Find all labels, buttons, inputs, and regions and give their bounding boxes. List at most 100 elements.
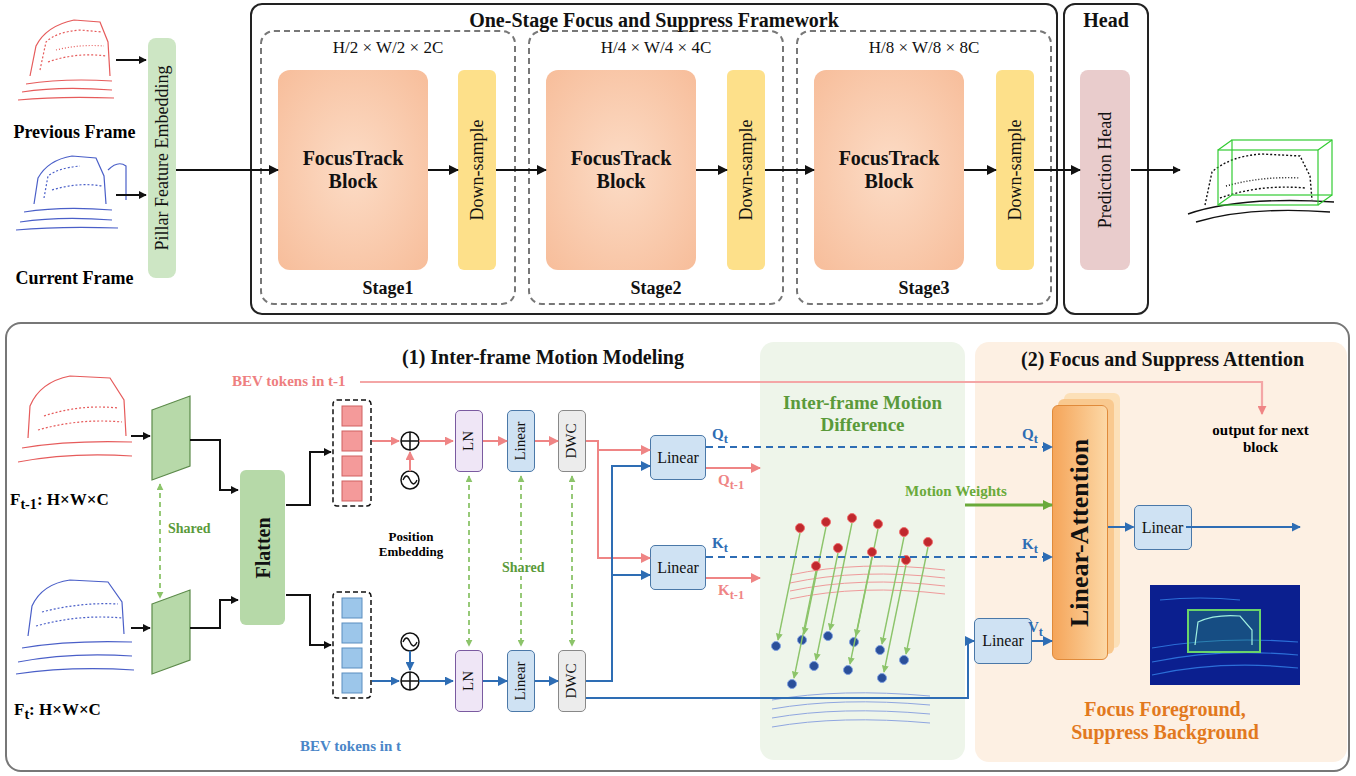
conv-box: DWC [558, 410, 586, 472]
node-label: Head [1069, 9, 1143, 32]
node-label: H/8 × W/8 × 8C [802, 38, 1046, 58]
node-label: H/4 × W/4 × 4C [534, 38, 778, 58]
connector [765, 169, 814, 171]
downsample-box: Down-sample [458, 70, 496, 270]
connector [535, 440, 558, 442]
text-label: Ft-1: H×W×C [10, 490, 109, 513]
connector [706, 556, 1052, 558]
embedding-box: Pillar Feature Embedding [148, 38, 176, 278]
linear-box: Linear [650, 435, 706, 480]
stage-box: H/4 × W/4 × 4C Stage2 FocusTrack Block Down… [528, 30, 784, 305]
connector [706, 467, 760, 469]
head-box: Prediction Head [1080, 70, 1130, 270]
connector [586, 441, 650, 558]
connector [586, 575, 650, 681]
node-label: Inter-frame Motion Difference [764, 392, 961, 436]
downsample-box: Down-sample [727, 70, 765, 270]
connector [535, 680, 558, 682]
node-label: LN [460, 431, 477, 451]
text-label: output for next block [1198, 422, 1323, 457]
text-label: Position Embedding [372, 530, 450, 560]
output-figure [1188, 154, 1334, 222]
connector [706, 577, 760, 579]
node-label: Down-sample [1005, 120, 1026, 221]
current-frame-cloud [16, 156, 126, 230]
text-label: Current Frame [12, 268, 137, 289]
stage-box: H/2 × W/2 × 2CStage1FocusTrack BlockDown… [260, 30, 516, 305]
framework-box: One-Stage Focus and Suppress FrameworkH/… [250, 3, 1058, 315]
connector [965, 504, 1052, 507]
frame-t-1 [18, 376, 132, 462]
edge-label: Qt [1022, 426, 1038, 446]
text-label: BEV tokens in t-1 [232, 373, 346, 390]
previous-frame-cloud [18, 20, 114, 100]
node-caption: Stage3 [798, 278, 1050, 299]
connector [586, 466, 650, 681]
edge-label: Qt-1 [718, 472, 744, 492]
attention-box: Linear-Attention [1052, 405, 1108, 660]
text-label: Previous Frame [12, 122, 137, 143]
node-label: DWC [563, 664, 580, 699]
connector [176, 169, 278, 171]
detail-panel: (1) Inter-frame Motion ModelingFlattenLN… [5, 322, 1350, 772]
edge-label: Kt [1022, 536, 1038, 556]
attention-region: (2) Focus and Suppress AttentionFocus Fo… [975, 342, 1347, 762]
connector [1108, 526, 1134, 528]
linear-box: Linear [650, 545, 706, 590]
connector [483, 680, 507, 682]
node-caption: Stage2 [530, 278, 782, 299]
linear-box: Linear [507, 650, 535, 712]
node-label: FocusTrack Block [817, 147, 961, 193]
node-label: Linear-Attention [1065, 438, 1095, 626]
node-label: Linear [654, 448, 702, 466]
node-label: H/2 × W/2 × 2C [266, 38, 510, 58]
node-label: Pillar Feature Embedding [152, 66, 173, 251]
connector [696, 169, 727, 171]
edge-label: Vt [1028, 619, 1043, 639]
text-label: Ft: H×W×C [14, 700, 101, 723]
flatten-box: Flatten [240, 470, 285, 625]
motion-region: Inter-frame Motion Difference [760, 342, 965, 760]
text-label: Shared [168, 521, 211, 537]
downsample-box: Down-sample [996, 70, 1034, 270]
node-label: Linear [1138, 518, 1188, 536]
node-label: FocusTrack Block [281, 147, 425, 193]
node-label: Down-sample [736, 120, 757, 221]
connector [1032, 640, 1052, 642]
linear-box: Linear [507, 410, 535, 472]
edge-label: Motion Weights [905, 483, 1007, 500]
node-label: FocusTrack Block [549, 147, 693, 193]
connector [428, 169, 458, 171]
node-label: Linear [978, 632, 1028, 650]
node-label: LN [460, 671, 477, 691]
node-label: (1) Inter-frame Motion Modeling [402, 346, 684, 369]
block-box: FocusTrack Block [278, 70, 428, 270]
node-label: One-Stage Focus and Suppress Framework [256, 9, 1052, 32]
text-label: Kt [712, 535, 728, 555]
connector [496, 169, 546, 171]
stage-box: H/8 × W/8 × 8C Stage3 FocusTrack Block Down… [796, 30, 1052, 305]
text-label: Qt [712, 426, 728, 446]
connector [964, 169, 996, 171]
block-box: FocusTrack Block [546, 70, 696, 270]
connector [706, 446, 1052, 448]
connector [483, 440, 507, 442]
edge-label: Kt-1 [718, 582, 744, 602]
node-label: Down-sample [467, 120, 488, 221]
node-caption: Focus Foreground, Suppress Background [1050, 698, 1280, 744]
norm-box: LN [455, 650, 483, 712]
linear-box: Linear [974, 618, 1032, 664]
block-box: FocusTrack Block [814, 70, 964, 270]
node-label: Linear [512, 661, 529, 700]
node-label: Flatten [251, 517, 274, 578]
connector [586, 641, 974, 698]
node-label: Linear [654, 558, 702, 576]
linear-box: Linear [1134, 505, 1192, 550]
text-label: Shared [500, 560, 547, 576]
node-label: DWC [563, 424, 580, 459]
framework-box: HeadPrediction Head [1063, 3, 1149, 315]
text-label: BEV tokens in t [300, 738, 401, 755]
bounding-box [1218, 140, 1332, 205]
